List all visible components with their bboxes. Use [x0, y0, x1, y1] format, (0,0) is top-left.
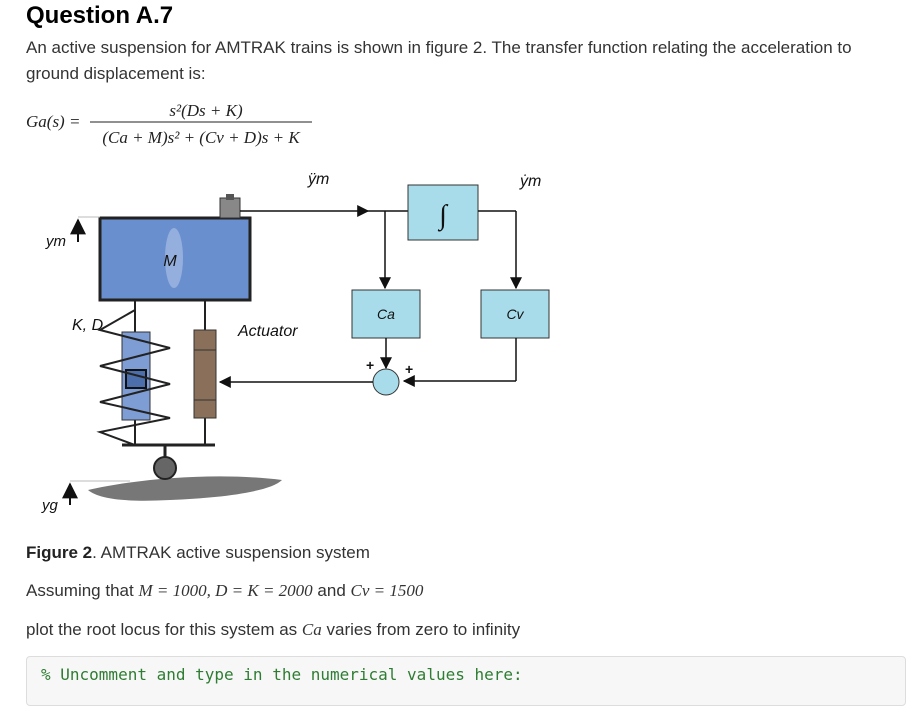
transfer-function-formula: Ga(s) = s²(Ds + K) (Ca + M)s² + (Cv + D)…	[26, 101, 312, 147]
ground-shape	[88, 476, 282, 501]
assume-and: and	[317, 581, 346, 600]
summing-junction	[372, 368, 400, 396]
question-title: Question A.7	[26, 2, 174, 29]
kd-label: K, D	[72, 317, 104, 334]
assume-values: M = 1000, D = K = 2000	[138, 581, 313, 600]
accelerometer-sensor	[219, 197, 241, 219]
code-cell[interactable]: % Uncomment and type in the numerical va…	[26, 656, 906, 706]
formula-numerator: s²(Ds + K)	[169, 101, 243, 120]
ca-block	[351, 289, 421, 339]
caption-text: . AMTRAK active suspension system	[92, 543, 370, 562]
plus-sign-top: +	[366, 357, 374, 373]
intro-paragraph: An active suspension for AMTRAK trains i…	[26, 38, 852, 83]
integral-symbol: ∫	[437, 200, 449, 232]
spring-coil	[96, 309, 171, 446]
ym-label: ym	[45, 233, 66, 250]
ym-vel-label: ẏm	[519, 173, 541, 190]
formula-lhs: Ga(s) =	[26, 112, 80, 131]
cv-block	[480, 289, 550, 339]
assumption-line: Assuming that M = 1000, D = K = 2000 and…	[26, 581, 423, 601]
cv-label: Cv	[506, 306, 524, 322]
amtrak-suspension-figure: M K, D Actuator ym yg ÿm ∫ ẏm Ca Cv + +	[41, 171, 550, 514]
plot-var: Ca	[301, 620, 322, 639]
actuator-label: Actuator	[237, 323, 298, 340]
plot-prefix: plot the root locus for this system as	[26, 620, 298, 639]
yg-label: yg	[41, 497, 59, 514]
figure-caption: Figure 2. AMTRAK active suspension syste…	[26, 543, 370, 563]
integrator-block	[407, 184, 479, 241]
wheel	[153, 456, 177, 480]
plus-sign-right: +	[405, 361, 413, 377]
caption-label: Figure 2	[26, 543, 93, 562]
formula-denominator: (Ca + M)s² + (Cv + D)s + K	[102, 128, 301, 147]
ca-label: Ca	[377, 306, 395, 322]
ym-accel-label: ÿm	[307, 171, 329, 188]
actuator-body	[193, 329, 217, 419]
assume-cv: Cv = 1500	[350, 581, 424, 600]
mass-label: M	[163, 253, 177, 270]
code-comment: % Uncomment and type in the numerical va…	[41, 665, 523, 684]
plot-suffix: varies from zero to infinity	[326, 620, 521, 639]
assume-prefix: Assuming that	[26, 581, 134, 600]
plot-instruction: plot the root locus for this system as C…	[26, 620, 520, 640]
